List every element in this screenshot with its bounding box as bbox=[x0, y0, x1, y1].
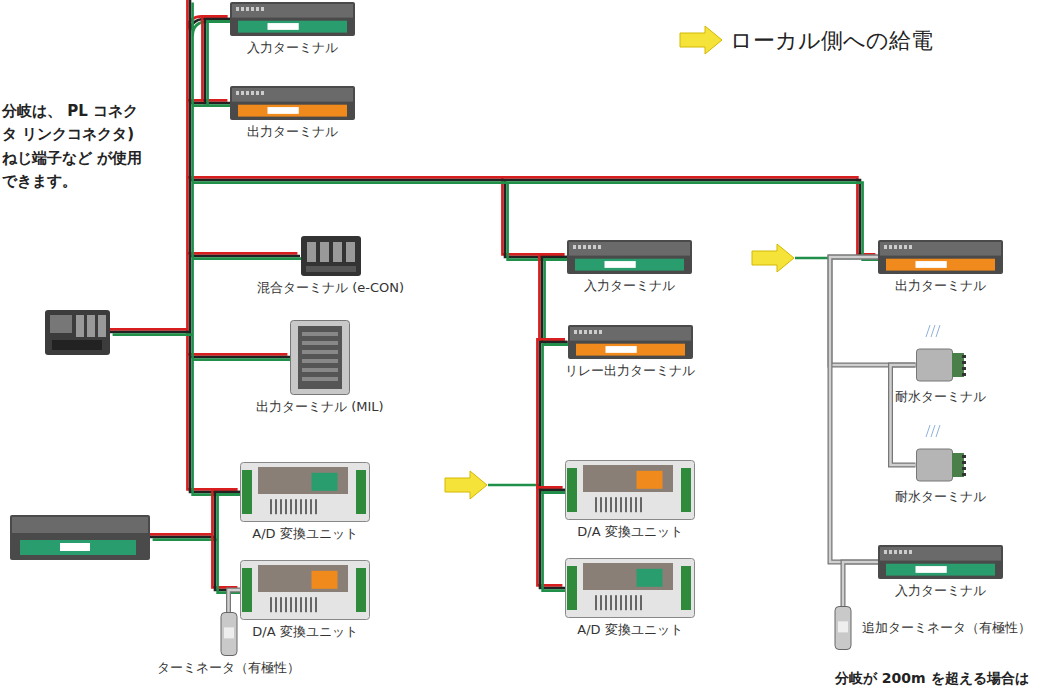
device-icon bbox=[568, 325, 693, 359]
terminal-illustration bbox=[10, 515, 150, 560]
device-icon bbox=[916, 445, 966, 485]
device-label: 入力ターミナル bbox=[584, 278, 675, 294]
cable-connector bbox=[212, 489, 242, 592]
device-label: 出力ターミナル bbox=[895, 278, 986, 294]
terminal-node: D/A 変換ユニット bbox=[240, 560, 370, 640]
device-label: 耐水ターミナル bbox=[895, 389, 986, 405]
terminal-node: リレー出力ターミナル bbox=[565, 325, 695, 379]
cable-connector bbox=[843, 562, 878, 606]
device-label: D/A 変換ユニット bbox=[577, 524, 682, 540]
device-icon bbox=[301, 236, 361, 276]
terminal-node: 入力ターミナル bbox=[878, 545, 1003, 599]
device-label: A/D 変換ユニット bbox=[577, 622, 682, 638]
device-icon bbox=[240, 462, 370, 522]
device-icon bbox=[878, 545, 1003, 579]
terminal-node: 出力ターミナル bbox=[878, 240, 1003, 294]
terminal-node: A/D 変換ユニット bbox=[240, 462, 370, 542]
device-icon bbox=[220, 612, 238, 656]
device-label: 入力ターミナル bbox=[895, 583, 986, 599]
terminal-node: 入力ターミナル bbox=[230, 2, 355, 56]
cable-connector bbox=[202, 16, 232, 105]
terminal-node: 耐水ターミナル bbox=[895, 345, 986, 405]
device-label: ターミネータ（有極性） bbox=[157, 660, 300, 676]
device-icon bbox=[834, 606, 852, 650]
legend-text: ローカル側への給電 bbox=[730, 26, 933, 56]
master-unit bbox=[45, 310, 110, 355]
device-label: 出力ターミナル (MIL) bbox=[256, 399, 384, 415]
device-label: 追加ターミネータ（有極性） bbox=[862, 620, 1031, 636]
cable-connector bbox=[229, 590, 241, 612]
device-icon bbox=[230, 86, 355, 120]
terminal-node: 混合ターミナル (e-CON) bbox=[257, 236, 404, 296]
terminal-node: A/D 変換ユニット bbox=[565, 558, 695, 638]
device-label: D/A 変換ユニット bbox=[252, 624, 357, 640]
device-label: 入力ターミナル bbox=[247, 40, 338, 56]
terminal-node: 出力ターミナル (MIL) bbox=[256, 320, 384, 415]
device-icon bbox=[230, 2, 355, 36]
device-icon bbox=[878, 240, 1003, 274]
cable-connector bbox=[539, 254, 570, 344]
cable-connector bbox=[891, 365, 916, 465]
terminal-node: 追加ターミネータ（有極性） bbox=[834, 606, 1031, 650]
note-text: 分岐が 200m を超える場合は bbox=[835, 668, 1060, 690]
device-icon bbox=[565, 460, 695, 520]
note-text: 分岐は、 PL コネクタ リンクコネクタ) ねじ端子など が使用できます。 bbox=[2, 100, 152, 193]
device-label: リレー出力ターミナル bbox=[565, 363, 695, 379]
device-label: 出力ターミナル bbox=[247, 124, 338, 140]
device-icon bbox=[290, 320, 350, 395]
terminal-node: ターミネータ（有極性） bbox=[157, 612, 300, 676]
device-icon bbox=[565, 558, 695, 618]
terminal-node: 耐水ターミナル bbox=[895, 445, 986, 505]
power-arrow bbox=[445, 26, 794, 499]
cable-connector bbox=[537, 487, 567, 590]
device-icon bbox=[567, 240, 692, 274]
device-label: 混合ターミナル (e-CON) bbox=[257, 280, 404, 296]
terminal-node: 出力ターミナル bbox=[230, 86, 355, 140]
device-label: 耐水ターミナル bbox=[895, 489, 986, 505]
device-label: A/D 変換ユニット bbox=[252, 526, 357, 542]
device-icon bbox=[240, 560, 370, 620]
device-icon bbox=[916, 345, 966, 385]
terminal-node: D/A 変換ユニット bbox=[565, 460, 695, 540]
terminal-node: 入力ターミナル bbox=[567, 240, 692, 294]
cable-connector bbox=[830, 257, 878, 562]
